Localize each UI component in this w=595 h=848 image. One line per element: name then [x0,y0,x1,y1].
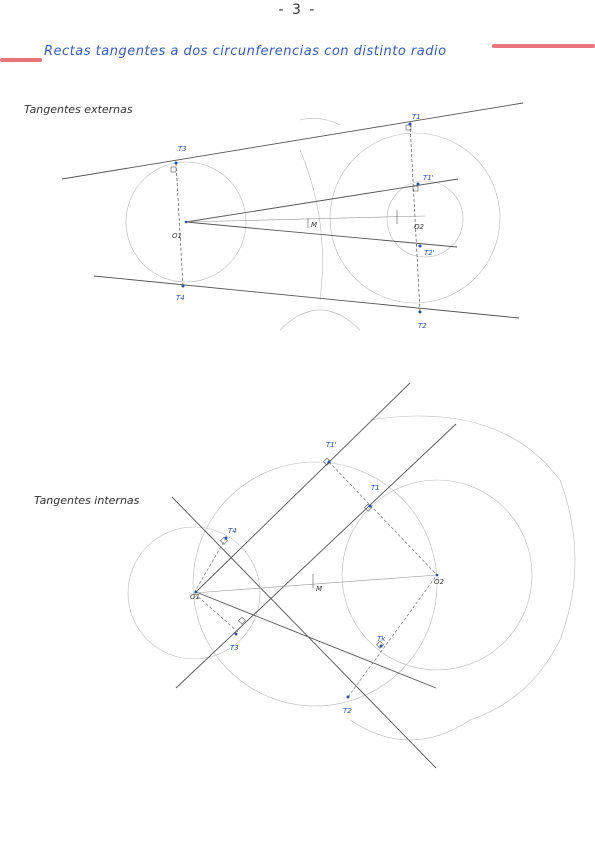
label-t4: T4 [176,294,185,302]
auxiliary-line-b [195,591,437,689]
title-underline-right [492,44,595,48]
construction-arc-1 [299,149,323,301]
point-t1p [327,460,331,464]
section-label-internal: Tangentes internas [34,494,140,507]
external-tangent-top [61,102,524,180]
label-t4: T4 [228,527,237,535]
point-t1 [408,122,412,126]
point-t1 [368,504,372,508]
page-number: - 3 - [278,2,317,18]
label-t3: T3 [178,145,187,153]
label-m: M [316,585,322,593]
point-t2 [346,695,350,699]
right-angle-t3 [238,616,246,625]
point-t2p [418,244,422,248]
auxiliary-line-top [185,178,459,223]
label-t2: T2 [418,322,427,330]
section-label-external: Tangentes externas [24,103,133,116]
point-tk [379,644,383,648]
small-circle [125,161,247,283]
radius-o2-t1-t2 [409,123,421,313]
construction-arc-2 [279,309,361,331]
point-o1 [184,220,188,224]
center-line [193,574,438,594]
right-angle-t1p [412,185,419,192]
right-angle-t1 [405,124,412,131]
right-angle-t3 [170,166,177,173]
auxiliary-line-bottom [185,221,458,248]
label-o2: O2 [414,223,425,231]
radius-o1-t3-t4 [175,162,184,287]
external-tangent-bottom [93,275,520,319]
internal-tangent-a [175,423,457,689]
difference-circle [386,180,464,258]
page-title: Rectas tangentes a dos circunferencias c… [44,44,447,59]
point-t4 [224,536,228,540]
label-o2: O2 [434,578,445,586]
radius-o1-t4 [193,537,227,594]
sum-circle-arc [369,415,576,721]
point-o1 [194,590,198,594]
label-t1p: T1' [423,174,434,182]
large-circle [329,132,501,304]
point-t3 [174,161,178,165]
construction-arc [349,719,471,741]
point-t3 [234,632,238,636]
point-t4 [181,284,185,288]
internal-tangent-b [171,496,437,769]
point-o2 [435,573,439,577]
center-line [185,215,426,223]
label-o1: O1 [172,232,182,240]
label-tk: Tk [377,635,386,643]
label-t1: T1 [412,113,421,121]
label-t2p: T2' [424,249,435,257]
small-circle [127,526,261,660]
radius-o2-t1p [328,461,438,576]
auxiliary-line-a [195,382,411,593]
point-t2 [418,310,422,314]
title-underline-left [0,58,42,62]
label-t1p: T1' [326,441,337,449]
label-t2: T2 [343,707,352,715]
radius-o2-t2 [347,574,438,698]
label-t1: T1 [371,484,380,492]
midpoint-circle [192,461,438,707]
label-o1: O1 [190,593,200,601]
point-t1p [416,182,420,186]
large-circle [341,479,533,671]
construction-arc-3 [299,118,341,126]
label-t3: T3 [230,644,239,652]
label-m: M [311,221,317,229]
